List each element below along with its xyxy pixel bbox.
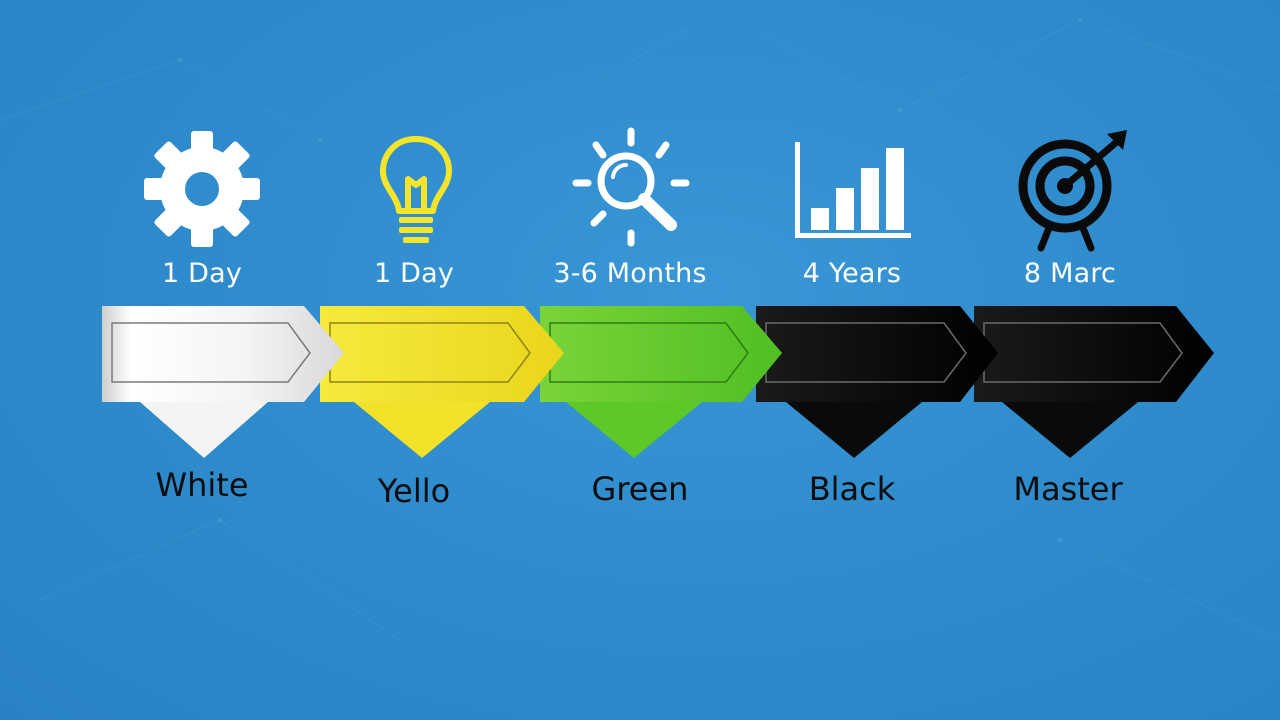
arrow-segment-white	[102, 306, 344, 458]
belt-label-master: Master	[1013, 470, 1123, 508]
arrow-segment-black	[756, 306, 998, 458]
target-icon	[1002, 125, 1142, 253]
stage-duration-white: 1 Day	[161, 258, 243, 289]
bar-chart-icon	[782, 125, 922, 253]
belt-label-black: Black	[808, 470, 896, 508]
stage-duration-master: 8 Marc	[1023, 258, 1117, 289]
belt-label-white: White	[155, 466, 249, 504]
arrow-segment-yellow	[320, 306, 564, 458]
stage-duration-black: 4 Years	[802, 258, 902, 289]
magnifier-icon	[561, 125, 701, 253]
arrow-segment-green	[540, 306, 782, 458]
lightbulb-icon	[346, 125, 486, 253]
gear-icon	[132, 125, 272, 253]
stage-duration-yellow: 1 Day	[373, 258, 455, 289]
stage-duration-green: 3-6 Months	[553, 258, 707, 289]
belt-label-yellow: Yello	[377, 472, 451, 510]
belt-label-green: Green	[591, 470, 689, 508]
arrow-segment-master	[974, 306, 1214, 458]
